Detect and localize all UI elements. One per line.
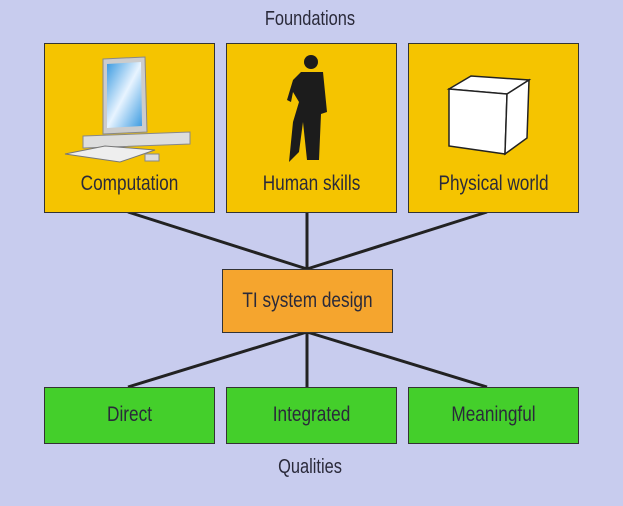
foundation-physical-world: Physical world [408, 43, 579, 213]
foundation-label: Computation [80, 172, 179, 195]
person-silhouette-icon [287, 55, 327, 162]
quality-label: Meaningful [451, 403, 536, 426]
computer-icon [64, 56, 191, 163]
connector-meaningful [306, 330, 488, 389]
foundation-label: Human skills [262, 172, 361, 195]
quality-meaningful: Meaningful [408, 387, 579, 444]
cube-icon [446, 75, 532, 156]
foundation-human-skills: Human skills [226, 43, 397, 213]
foundations-heading: Foundations [264, 8, 356, 30]
quality-direct: Direct [44, 387, 215, 444]
foundation-label: Physical world [438, 172, 549, 195]
connector-direct [127, 330, 308, 389]
qualities-heading: Qualities [278, 456, 342, 478]
connector-physical-world [306, 210, 488, 271]
foundation-computation: Computation [44, 43, 215, 213]
center-label: TI system design [242, 289, 373, 312]
quality-label: Direct [107, 403, 152, 426]
quality-label: Integrated [272, 403, 351, 426]
quality-integrated: Integrated [226, 387, 397, 444]
ti-system-design-box: TI system design [222, 269, 393, 333]
connector-computation [127, 210, 308, 271]
